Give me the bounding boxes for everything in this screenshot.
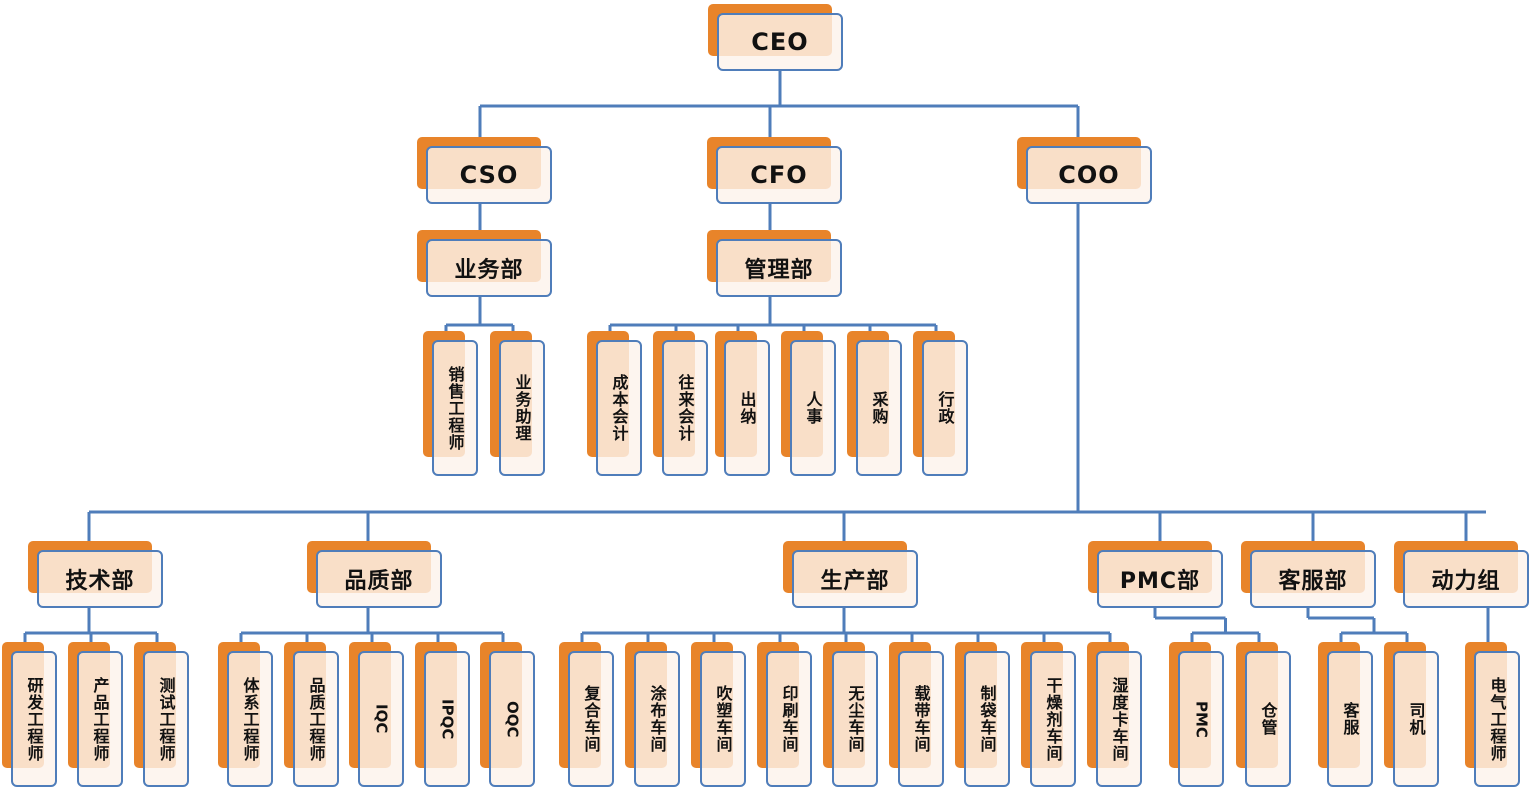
node-label: CSO xyxy=(426,146,552,204)
leaf-label-text: 印刷车间 xyxy=(779,685,799,753)
leaf-label-text: 销售工程师 xyxy=(445,365,465,451)
leaf-label-text: 司机 xyxy=(1406,702,1426,736)
node-label: CFO xyxy=(716,146,842,204)
node-label: 测试工程师 xyxy=(143,651,189,787)
leaf-label-text: 出纳 xyxy=(737,391,757,425)
leaf-label-text: 采购 xyxy=(869,391,889,425)
leaf-label-text: 湿度卡车间 xyxy=(1109,676,1129,762)
leaf-label-text: IQC xyxy=(372,704,391,734)
leaf-label-text: 干燥剂车间 xyxy=(1043,676,1063,762)
node-label: 技术部 xyxy=(37,550,163,608)
node-label: 无尘车间 xyxy=(832,651,878,787)
node-label: 印刷车间 xyxy=(766,651,812,787)
leaf-label-text: 测试工程师 xyxy=(156,676,176,762)
node-label: 电气工程师 xyxy=(1474,651,1520,787)
leaf-label-text: 电气工程师 xyxy=(1487,676,1507,762)
node-label: 成本会计 xyxy=(596,340,642,476)
node-label: 仓管 xyxy=(1245,651,1291,787)
node-label: 人事 xyxy=(790,340,836,476)
node-label: 采购 xyxy=(856,340,902,476)
leaf-label-text: 吹塑车间 xyxy=(713,685,733,753)
leaf-label-text: 涂布车间 xyxy=(647,685,667,753)
node-label: 品质部 xyxy=(316,550,442,608)
node-label: 客服 xyxy=(1327,651,1373,787)
leaf-label-text: 品质工程师 xyxy=(306,676,326,762)
node-label: 复合车间 xyxy=(568,651,614,787)
leaf-label-text: 业务助理 xyxy=(512,374,532,442)
node-label: 业务助理 xyxy=(499,340,545,476)
leaf-label-text: 成本会计 xyxy=(609,374,629,442)
node-label: 销售工程师 xyxy=(432,340,478,476)
node-label: PMC部 xyxy=(1097,550,1223,608)
node-label: IQC xyxy=(358,651,404,787)
node-label: 客服部 xyxy=(1250,550,1376,608)
node-label: IPQC xyxy=(424,651,470,787)
node-label: COO xyxy=(1026,146,1152,204)
leaf-label-text: PMC xyxy=(1192,700,1211,738)
leaf-label-text: 复合车间 xyxy=(581,685,601,753)
leaf-label-text: OQC xyxy=(503,700,522,738)
node-label: 出纳 xyxy=(724,340,770,476)
node-label: 品质工程师 xyxy=(293,651,339,787)
node-label: 动力组 xyxy=(1403,550,1529,608)
node-label: CEO xyxy=(717,13,843,71)
node-label: 产品工程师 xyxy=(77,651,123,787)
node-label: 往来会计 xyxy=(662,340,708,476)
leaf-label-text: 人事 xyxy=(803,391,823,425)
node-label: 涂布车间 xyxy=(634,651,680,787)
leaf-label-text: 往来会计 xyxy=(675,374,695,442)
node-label: OQC xyxy=(489,651,535,787)
leaf-label-text: 产品工程师 xyxy=(90,676,110,762)
leaf-label-text: 行政 xyxy=(935,391,955,425)
node-label: 生产部 xyxy=(792,550,918,608)
node-label: 研发工程师 xyxy=(11,651,57,787)
leaf-label-text: 体系工程师 xyxy=(240,676,260,762)
leaf-label-text: 研发工程师 xyxy=(24,676,44,762)
leaf-label-text: 制袋车间 xyxy=(977,685,997,753)
node-label: 业务部 xyxy=(426,239,552,297)
node-label: 体系工程师 xyxy=(227,651,273,787)
node-label: 制袋车间 xyxy=(964,651,1010,787)
node-label: 行政 xyxy=(922,340,968,476)
node-label: 司机 xyxy=(1393,651,1439,787)
leaf-label-text: 仓管 xyxy=(1258,702,1278,736)
leaf-label-text: 无尘车间 xyxy=(845,685,865,753)
node-label: 湿度卡车间 xyxy=(1096,651,1142,787)
node-label: PMC xyxy=(1178,651,1224,787)
leaf-label-text: IPQC xyxy=(438,698,457,740)
leaf-label-text: 客服 xyxy=(1340,702,1360,736)
node-label: 干燥剂车间 xyxy=(1030,651,1076,787)
node-label: 吹塑车间 xyxy=(700,651,746,787)
node-label: 载带车间 xyxy=(898,651,944,787)
leaf-label-text: 载带车间 xyxy=(911,685,931,753)
node-label: 管理部 xyxy=(716,239,842,297)
